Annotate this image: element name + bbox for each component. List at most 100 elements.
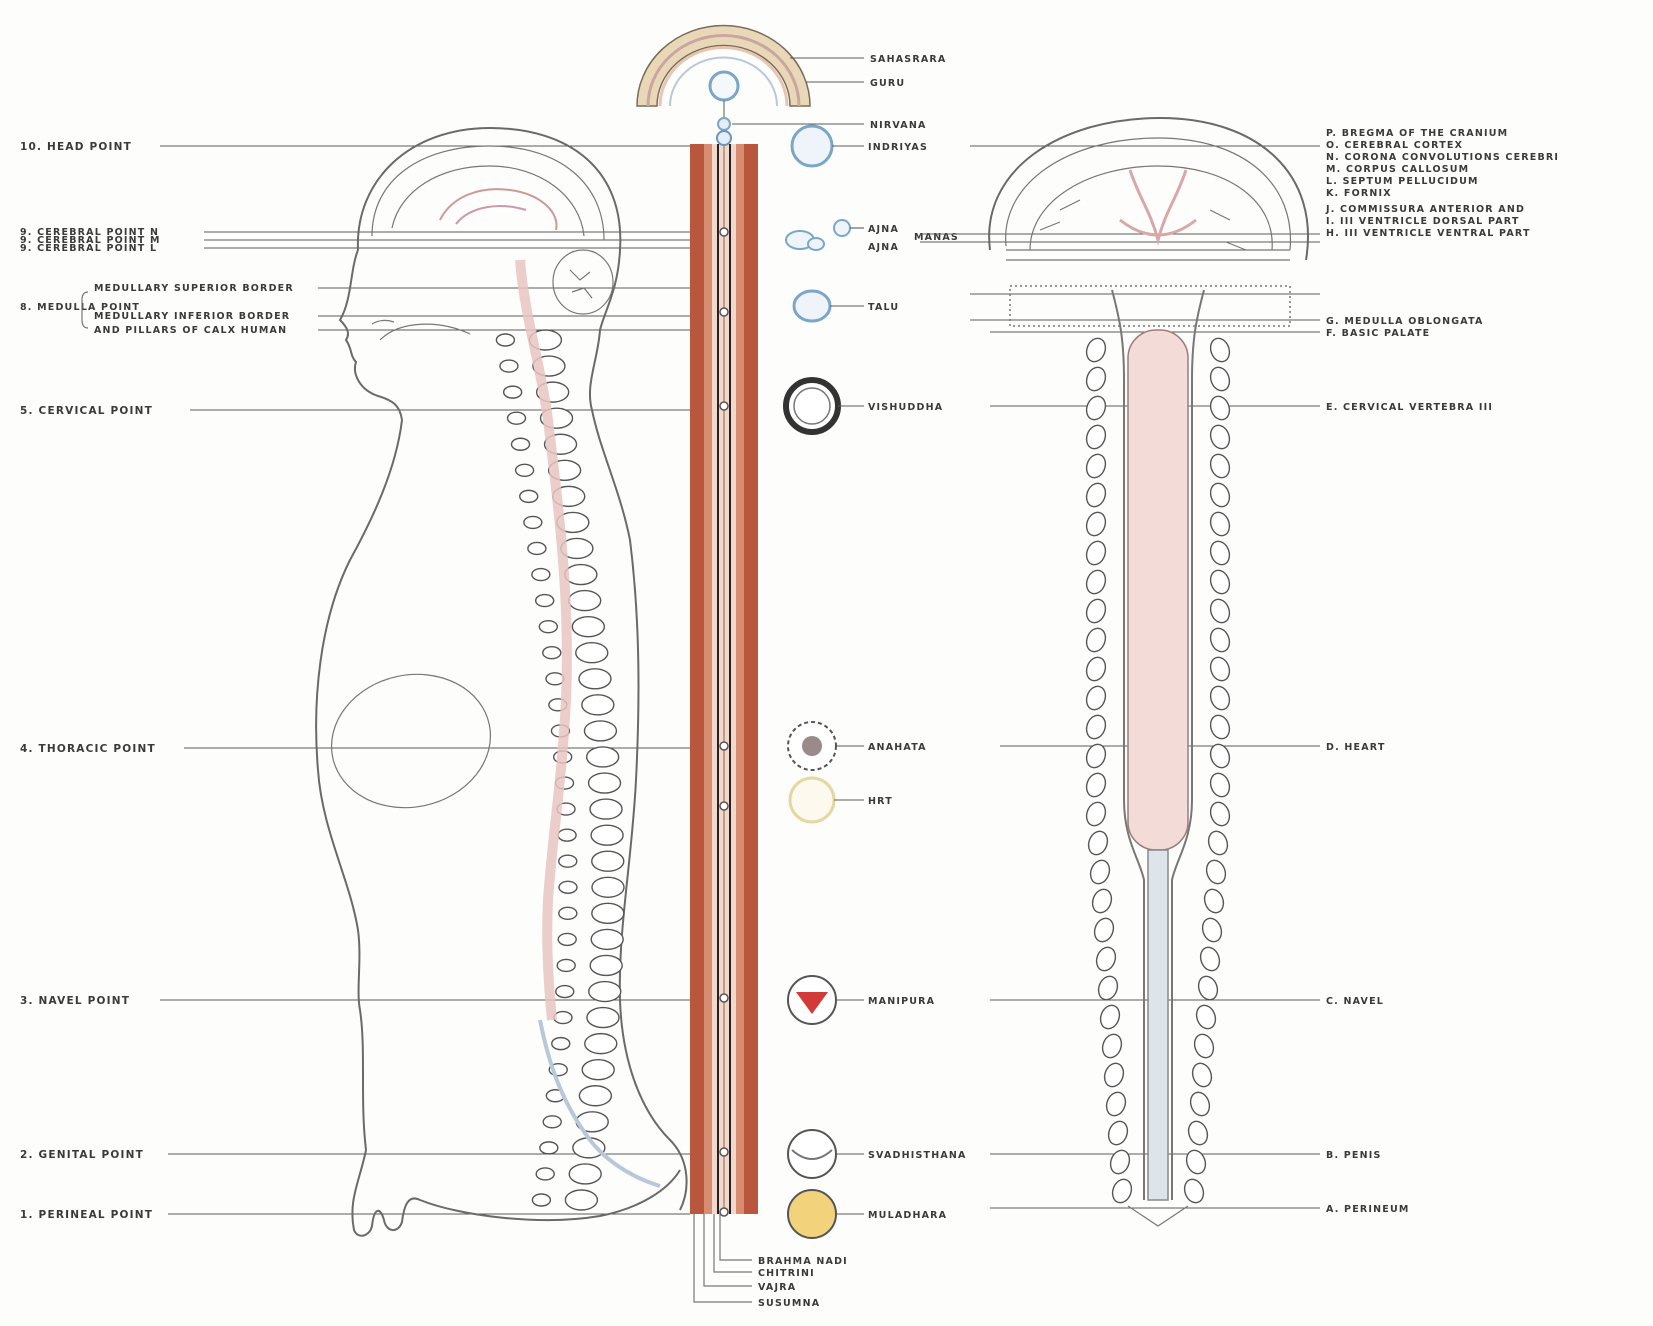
- vertebra-process: [552, 1038, 570, 1050]
- vertebra-front: [1199, 916, 1224, 945]
- vertebra-process: [559, 907, 577, 919]
- label-perineum: A. PERINEUM: [1326, 1204, 1410, 1215]
- chakra-mandalas: [786, 126, 850, 1238]
- vertebra-front: [1099, 1032, 1124, 1061]
- label-brain-k: K. FORNIX: [1326, 188, 1392, 199]
- vertebra-front: [1195, 974, 1220, 1003]
- label-brain-n: N. CORONA CONVOLUTIONS CEREBRI: [1326, 152, 1559, 163]
- vertebra-front: [1107, 1148, 1132, 1177]
- label-talu: TALU: [868, 302, 899, 313]
- vertebra-process: [543, 1116, 561, 1128]
- vertebra-process: [532, 569, 550, 581]
- vertebra-front: [1207, 481, 1232, 510]
- vertebra-front: [1207, 336, 1232, 365]
- vertebra-front: [1207, 568, 1232, 597]
- vertebra-front: [1207, 655, 1232, 684]
- vertebra-front: [1207, 800, 1232, 829]
- vertebra-front: [1085, 829, 1110, 858]
- label-brain-j: J. COMMISSURA ANTERIOR AND: [1325, 204, 1525, 215]
- vertebra-process: [516, 464, 534, 476]
- vertebra-front: [1207, 510, 1232, 539]
- vertebra-process: [557, 959, 575, 971]
- vertebra-process: [539, 621, 557, 633]
- vertebra-profile: [587, 747, 619, 767]
- vertebra-front: [1095, 974, 1120, 1003]
- vertebra-front: [1207, 452, 1232, 481]
- vertebra-process: [536, 595, 554, 607]
- label-susumna: SUSUMNA: [758, 1298, 820, 1309]
- vertebra-profile: [591, 929, 623, 949]
- vertebra-front: [1187, 1090, 1212, 1119]
- vertebra-front: [1207, 423, 1232, 452]
- vertebra-front: [1185, 1119, 1210, 1148]
- vertebra-process: [558, 933, 576, 945]
- sushumna-channel: [690, 131, 758, 1302]
- sahasrara-dome: [637, 26, 810, 130]
- vertebra-process: [508, 412, 526, 424]
- vertebra-profile: [582, 1060, 614, 1080]
- label-penis: B. PENIS: [1326, 1150, 1382, 1161]
- vertebra-profile: [589, 773, 621, 793]
- vertebra-process: [496, 334, 514, 346]
- vertebra-front: [1109, 1177, 1134, 1206]
- vertebra-profile: [569, 1164, 601, 1184]
- label-brahma-nadi: BRAHMA NADI: [758, 1256, 848, 1267]
- vertebra-process: [546, 673, 564, 685]
- vertebra-front: [1083, 655, 1108, 684]
- label-chitrini: CHITRINI: [758, 1268, 815, 1279]
- label-heart: D. HEART: [1326, 742, 1386, 753]
- label-medulla-note-1: MEDULLARY SUPERIOR BORDER: [94, 283, 294, 294]
- vertebra-front: [1083, 365, 1108, 394]
- vertebra-profile: [572, 617, 604, 637]
- label-brain-m: M. CORPUS CALLOSUM: [1326, 164, 1469, 175]
- vertebra-front: [1203, 858, 1228, 887]
- label-perineal-point: 1. PERINEAL POINT: [20, 1209, 153, 1221]
- vertebra-front: [1101, 1061, 1126, 1090]
- vertebra-front: [1083, 626, 1108, 655]
- vertebra-profile: [585, 1034, 617, 1054]
- label-medulla-oblongata: G. MEDULLA OBLONGATA: [1326, 316, 1484, 327]
- vertebra-front: [1093, 945, 1118, 974]
- vertebra-process: [536, 1168, 554, 1180]
- vertebra-front: [1091, 916, 1116, 945]
- vertebra-front: [1083, 713, 1108, 742]
- label-hrt: HRT: [868, 796, 893, 807]
- vertebra-front: [1181, 1177, 1206, 1206]
- vertebra-process: [520, 490, 538, 502]
- vertebra-front: [1207, 365, 1232, 394]
- vertebra-profile: [592, 851, 624, 871]
- vertebra-front: [1207, 684, 1232, 713]
- body-profile: [316, 128, 686, 1236]
- label-cervical-vertebra: E. CERVICAL VERTEBRA III: [1326, 402, 1493, 413]
- vertebra-profile: [592, 903, 624, 923]
- vertebra-front: [1083, 510, 1108, 539]
- label-nirvana: NIRVANA: [870, 120, 927, 131]
- label-genital-point: 2. GENITAL POINT: [20, 1149, 144, 1161]
- vertebra-front: [1207, 626, 1232, 655]
- label-anahata: ANAHATA: [868, 742, 927, 753]
- vertebra-profile: [591, 825, 623, 845]
- label-navel-point: 3. NAVEL POINT: [20, 995, 130, 1007]
- label-basic-palate: F. BASIC PALATE: [1326, 328, 1430, 339]
- label-brain-i: I. III VENTRICLE DORSAL PART: [1326, 216, 1520, 227]
- vertebra-front: [1201, 887, 1226, 916]
- vertebra-profile: [592, 877, 624, 897]
- label-vajra: VAJRA: [758, 1282, 796, 1293]
- vertebra-front: [1083, 800, 1108, 829]
- label-svadhisthana: SVADHISTHANA: [868, 1150, 967, 1161]
- vertebra-front: [1083, 394, 1108, 423]
- label-brain-p: P. BREGMA OF THE CRANIUM: [1326, 128, 1508, 139]
- label-thoracic-point: 4. THORACIC POINT: [20, 743, 156, 755]
- vertebra-profile: [584, 721, 616, 741]
- vertebra-profile: [565, 565, 597, 585]
- vertebra-process: [543, 647, 561, 659]
- vertebra-process: [504, 386, 522, 398]
- vertebra-front: [1207, 597, 1232, 626]
- vertebra-front: [1103, 1090, 1128, 1119]
- vertebra-process: [559, 881, 577, 893]
- vertebra-process: [528, 542, 546, 554]
- vertebra-profile: [579, 669, 611, 689]
- vertebra-front: [1105, 1119, 1130, 1148]
- vertebra-front: [1083, 452, 1108, 481]
